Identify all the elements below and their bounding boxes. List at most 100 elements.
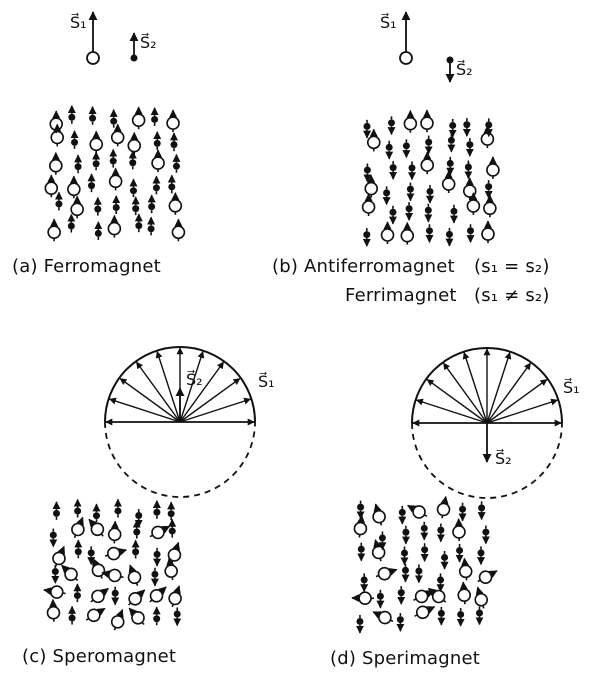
large-spin-icon	[376, 568, 397, 580]
small-spin-icon	[383, 186, 390, 204]
small-spin-icon	[425, 204, 432, 222]
spin-direction-arrow	[487, 400, 557, 423]
small-spin-icon	[397, 613, 404, 631]
large-spin-icon	[168, 543, 180, 564]
large-spin-icon	[102, 569, 124, 581]
large-spin-icon	[167, 110, 179, 132]
large-spin-icon	[50, 153, 62, 175]
small-spin-icon	[457, 608, 464, 626]
small-spin-icon	[426, 224, 433, 242]
small-spin-icon	[358, 543, 365, 561]
large-spin-icon	[129, 590, 145, 605]
small-spin-icon	[399, 506, 406, 524]
s2-vector-label: S⃗₂	[495, 449, 512, 468]
small-spin-icon	[74, 500, 81, 518]
sperimagnet-lattice	[352, 497, 497, 633]
small-spin-icon	[113, 196, 120, 214]
large-spin-icon	[105, 548, 126, 560]
small-spin-icon	[406, 202, 413, 220]
small-spin-icon	[93, 152, 100, 170]
small-spin-icon	[151, 568, 158, 586]
small-spin-icon	[68, 215, 75, 233]
large-spin-icon	[413, 590, 433, 602]
small-spin-icon	[388, 116, 395, 134]
s1-vector-label: S⃗₁	[258, 372, 275, 391]
small-spin-icon	[129, 151, 136, 169]
small-spin-icon	[364, 164, 371, 182]
small-spin-icon	[132, 197, 139, 215]
large-spin-icon	[408, 505, 427, 517]
small-spin-icon	[408, 161, 415, 179]
small-spin-icon	[401, 547, 408, 565]
small-spin-icon	[94, 198, 101, 216]
small-spin-icon	[437, 573, 444, 591]
s2-vector-label: S⃗₂	[140, 33, 157, 52]
small-spin-icon	[356, 615, 363, 633]
small-spin-icon	[407, 183, 414, 201]
large-spin-icon	[368, 129, 380, 151]
small-spin-icon	[135, 214, 142, 232]
small-spin-icon	[95, 222, 102, 240]
large-spin-icon	[91, 588, 108, 602]
large-spin-icon	[443, 171, 455, 193]
small-spin-icon	[363, 228, 370, 246]
panel-a-reference-spins	[87, 12, 138, 64]
small-spin-icon	[110, 110, 117, 128]
small-spin-icon	[132, 540, 139, 558]
large-spin-icon	[475, 587, 487, 608]
small-spin-icon	[168, 502, 175, 520]
small-spin-icon	[390, 161, 397, 179]
small-spin-icon	[74, 584, 81, 602]
large-spin-icon	[428, 588, 445, 602]
small-spin-icon	[93, 504, 100, 522]
small-spin-icon	[377, 590, 384, 608]
spin-direction-arrow	[444, 363, 487, 423]
large-spin-icon	[133, 107, 145, 129]
small-spin-icon	[421, 522, 428, 540]
large-spin-icon	[150, 587, 166, 602]
small-spin-icon	[148, 195, 155, 213]
spin-direction-arrow	[120, 379, 180, 422]
large-spin-icon	[48, 219, 60, 241]
small-spin-icon	[441, 551, 448, 569]
s1-vector-label: S⃗₁	[380, 13, 397, 32]
s1-vector-label: S⃗₁	[70, 13, 87, 32]
caption-unequal-spins: (s₁ ≠ s₂)	[474, 285, 550, 306]
small-spin-icon	[75, 540, 82, 558]
small-spin-icon	[467, 224, 474, 242]
antiferromagnet-lattice	[363, 110, 499, 246]
spin-direction-arrow	[464, 353, 487, 423]
large-spin-icon	[169, 193, 181, 215]
large-spin-icon	[415, 606, 435, 618]
large-spin-icon	[71, 196, 83, 218]
large-spin-icon	[50, 111, 62, 133]
large-spin-icon	[381, 222, 393, 244]
small-spin-icon	[415, 564, 422, 582]
small-spin-icon	[450, 205, 457, 223]
small-spin-icon	[153, 607, 160, 625]
small-spin-icon	[465, 160, 472, 178]
small-spin-icon	[52, 565, 59, 583]
small-spin-icon	[169, 520, 176, 538]
large-spin-icon	[44, 586, 66, 598]
small-spin-icon	[476, 606, 483, 624]
small-spin-icon	[402, 564, 409, 582]
small-spin-icon	[170, 133, 177, 151]
large-spin-icon	[110, 168, 122, 190]
caption-antiferromagnet: (b) Antiferromagnet	[272, 256, 455, 277]
small-spin-icon	[114, 499, 121, 517]
small-spin-icon	[154, 548, 161, 566]
small-spin-icon	[427, 185, 434, 203]
small-spin-icon	[402, 526, 409, 544]
small-spin-icon	[68, 106, 75, 124]
small-spin-icon	[55, 192, 62, 210]
large-spin-icon	[152, 150, 164, 172]
large-spin-icon	[478, 571, 497, 583]
small-spin-icon	[477, 546, 484, 564]
small-spin-icon	[459, 503, 466, 521]
large-spin-icon	[129, 565, 141, 586]
small-spin-icon	[153, 501, 160, 519]
s2-vector-label: S⃗₂	[456, 60, 473, 79]
small-spin-icon	[89, 107, 96, 125]
